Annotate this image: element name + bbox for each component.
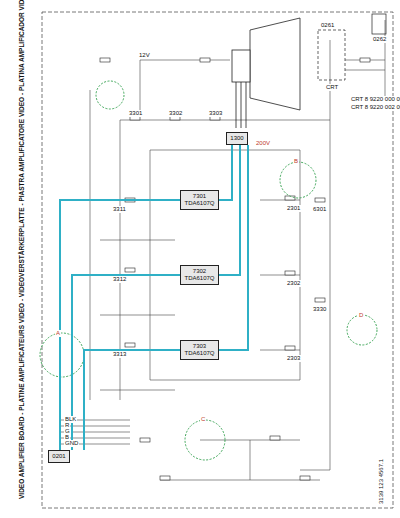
resistor-symbol xyxy=(125,268,135,272)
ic-box: 7302TDA6107Q xyxy=(180,265,219,285)
signal-wire xyxy=(60,200,180,450)
component-label: 2302 xyxy=(286,280,301,287)
component-label: 2303 xyxy=(286,355,301,362)
signal-wire xyxy=(219,145,240,275)
board-outline xyxy=(42,12,393,508)
component-label: 3330 xyxy=(312,306,327,313)
signal-wire xyxy=(219,145,248,350)
component-label: 6301 xyxy=(312,206,327,213)
resistor-symbol xyxy=(270,436,280,440)
board-title: VIDEO AMPLIFIER BOARD - PLATINE AMPLIFIC… xyxy=(18,0,25,500)
resistor-symbol xyxy=(170,116,180,120)
resistor-symbol xyxy=(200,58,210,62)
resistor-symbol xyxy=(140,438,150,442)
component-label: 3311 xyxy=(112,206,127,213)
component-label: 0262 xyxy=(372,36,387,43)
part-label: 7301 xyxy=(184,193,215,200)
part-label: TDA6107Q xyxy=(184,275,215,282)
resistor-symbol xyxy=(315,198,325,202)
callout-circles xyxy=(40,81,377,460)
resistor-symbol xyxy=(285,271,295,275)
part-label: 7302 xyxy=(184,268,215,275)
resistor-symbol xyxy=(360,58,370,62)
resistor-symbol xyxy=(315,298,325,302)
component-label: 3139 123 4567.1 xyxy=(378,458,385,505)
part-label: 7303 xyxy=(184,343,215,350)
part-label: TDA6107Q xyxy=(184,200,215,207)
crt-tube xyxy=(232,18,300,128)
component-label: GND xyxy=(64,440,79,447)
resistor-symbol xyxy=(285,346,295,350)
component-label: 12V xyxy=(138,52,151,59)
resistor-symbol xyxy=(100,58,110,62)
component-label: CRT 8 9220 000 00 xyxy=(350,96,400,103)
component-label: 3312 xyxy=(112,276,127,283)
component-label: 0261 xyxy=(320,22,335,29)
component-label: 200V xyxy=(255,140,271,147)
resistor-symbol xyxy=(160,476,170,480)
resistor-symbol xyxy=(210,116,220,120)
component-label: 3303 xyxy=(208,110,223,117)
callout-letter: A xyxy=(55,330,61,337)
signal-wire xyxy=(84,350,180,450)
component-label: 3301 xyxy=(128,110,143,117)
part-label: TDA6107Q xyxy=(184,350,215,357)
callout-letter: B xyxy=(293,158,299,165)
part-label: 1300 xyxy=(230,135,244,142)
ic-box: 7301TDA6107Q xyxy=(180,190,219,210)
part-label: 0201 xyxy=(52,453,66,460)
component-label: 3302 xyxy=(168,110,183,117)
connector-box: 1300 xyxy=(226,132,248,145)
resistor-symbol xyxy=(130,116,140,120)
component-label: 3313 xyxy=(112,351,127,358)
resistor-symbol xyxy=(125,343,135,347)
signal-wire xyxy=(219,145,232,200)
crt-socket-connector xyxy=(318,14,386,80)
component-label: 2301 xyxy=(286,205,301,212)
wires xyxy=(60,20,385,480)
component-label: CRT 8 9220 002 00 xyxy=(350,104,400,111)
callout-letter: D xyxy=(358,312,364,319)
resistor-symbols xyxy=(100,58,370,480)
signal-wire xyxy=(72,275,180,450)
ic-box: 7303TDA6107Q xyxy=(180,340,219,360)
callout-letter: C xyxy=(200,416,206,423)
component-label: CRT xyxy=(325,84,339,91)
connector-box: 0201 xyxy=(48,450,70,463)
resistor-symbol xyxy=(300,476,310,480)
